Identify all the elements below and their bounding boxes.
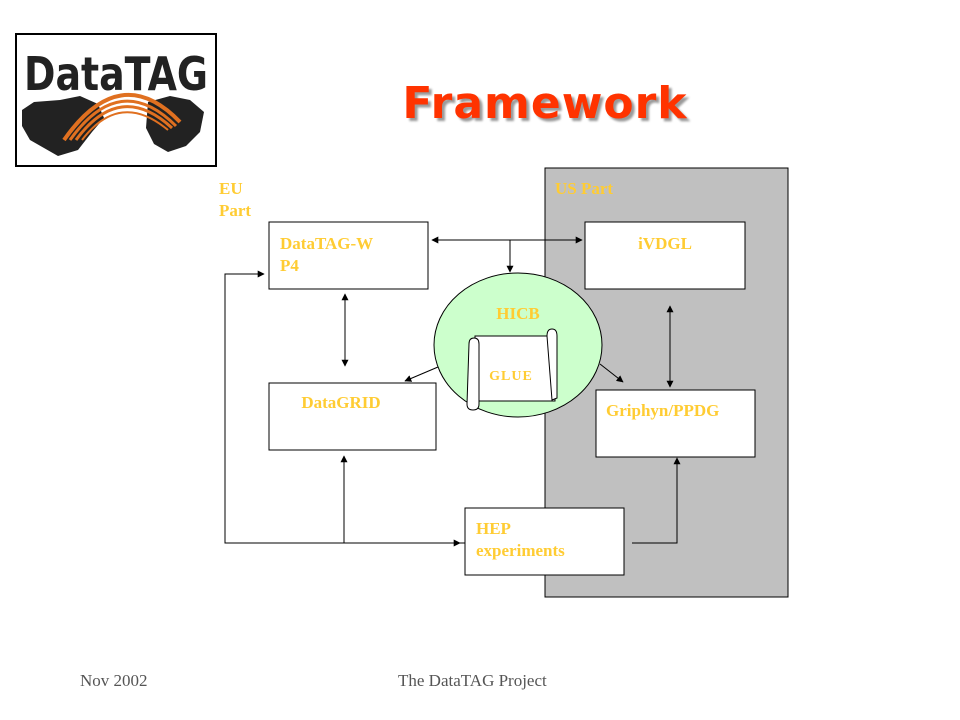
datagrid-box <box>268 382 437 451</box>
hep-to-griphyn-line <box>632 457 681 544</box>
datatag-wp4-label: DataTAG-WP4 <box>280 234 374 275</box>
footer-project: The DataTAG Project <box>398 671 547 690</box>
datatag-wp4-box <box>268 221 429 290</box>
datagrid-label: DataGRID <box>301 393 381 412</box>
griphyn-box <box>595 389 756 458</box>
hep-label: HEP experiments <box>476 519 565 560</box>
glue-scroll-icon <box>466 328 558 411</box>
hep-box <box>464 507 625 576</box>
ivdgl-label: iVDGL <box>638 234 692 253</box>
hicb-label: HICB <box>496 304 540 323</box>
slide-title: Framework <box>402 78 688 129</box>
griphyn-label: Griphyn/PPDG <box>606 401 720 420</box>
logo-text: DataTAG <box>24 47 208 101</box>
eu-part-label: EU Part <box>219 179 252 220</box>
footer-date: Nov 2002 <box>80 671 148 690</box>
glue-label: GLUE <box>489 369 533 384</box>
hep-to-wp4-line <box>224 270 465 544</box>
datatag-logo: DataTAG <box>15 33 217 167</box>
hicb-griphyn-arrow <box>599 363 624 383</box>
ivdgl-box <box>584 221 746 290</box>
us-part-label: US Part <box>555 179 614 198</box>
hicb-datagrid-arrow <box>404 366 439 382</box>
